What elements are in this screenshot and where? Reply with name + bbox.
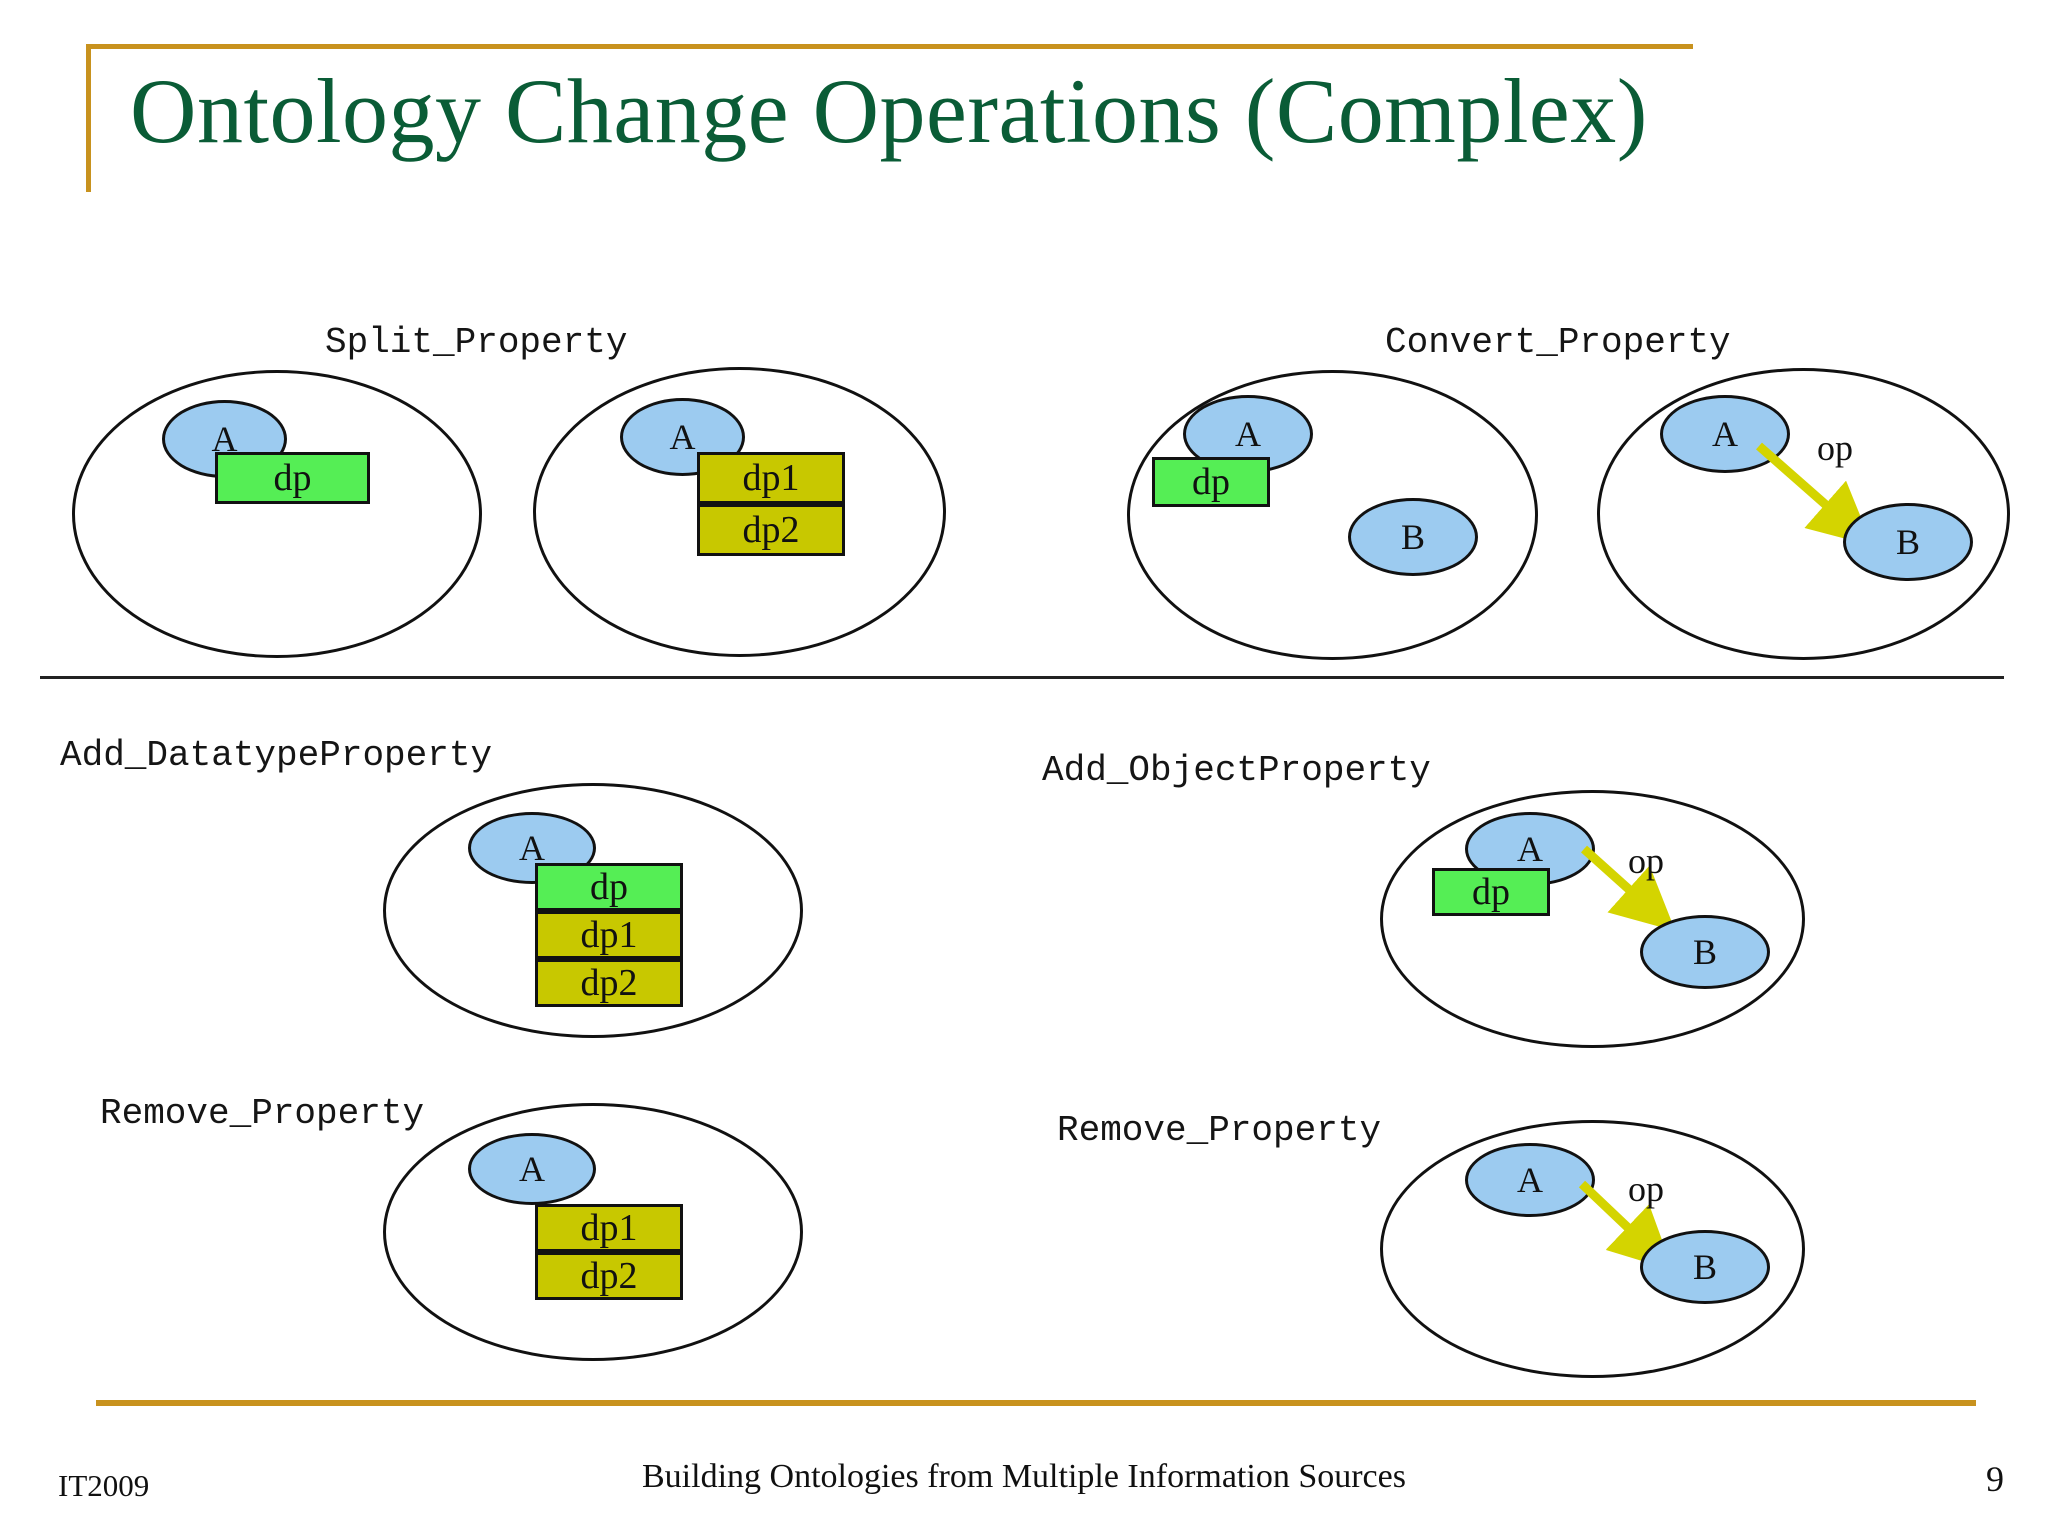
ontology-boundary-remove-property-datatype [383, 1103, 803, 1361]
prop-box-dp1-remove-property-datatype: dp1 [535, 1204, 683, 1252]
prop-box-dp2-remove-property-datatype: dp2 [535, 1252, 683, 1300]
ontology-boundary-convert-before [1127, 370, 1538, 660]
panel-label-add-objectproperty: Add_ObjectProperty [1042, 750, 1431, 791]
footer-top-rule [96, 1400, 1976, 1406]
ontology-boundary-remove-property-object [1380, 1120, 1805, 1378]
prop-box-dp2-split-after: dp2 [697, 504, 845, 556]
ontology-boundary-add-objectproperty [1380, 790, 1805, 1048]
node-b-remove-property-object: B [1640, 1230, 1770, 1304]
prop-box-dp1-split-after: dp1 [697, 452, 845, 504]
panel-label-add-datatypeproperty: Add_DatatypeProperty [60, 735, 493, 776]
node-b-convert-after: B [1843, 503, 1973, 581]
panel-label-split-property: Split_Property [325, 322, 628, 363]
node-b-convert-before: B [1348, 498, 1478, 576]
node-a-remove-property-datatype: A [468, 1133, 596, 1205]
edge-op-remove-property-object [1578, 1180, 1674, 1271]
footer-page-number: 9 [1986, 1459, 2004, 1499]
edge-label-op-add-objectproperty: op [1628, 841, 1664, 881]
node-b-add-objectproperty: B [1640, 915, 1770, 989]
section-divider [40, 676, 2004, 679]
panel-label-remove-property-datatype: Remove_Property [100, 1093, 425, 1134]
prop-box-dp1-add-datatypeproperty: dp1 [535, 911, 683, 959]
ontology-boundary-split-before [72, 370, 482, 658]
footer-course-code: IT2009 [58, 1468, 150, 1503]
prop-box-dp2-add-datatypeproperty: dp2 [535, 959, 683, 1007]
footer-title: Building Ontologies from Multiple Inform… [642, 1458, 1406, 1495]
prop-box-dp-split-before: dp [215, 452, 370, 504]
panel-label-convert-property: Convert_Property [1385, 322, 1731, 363]
edge-op-add-objectproperty [1580, 845, 1676, 932]
prop-box-dp-add-datatypeproperty: dp [535, 863, 683, 911]
edge-op-convert-after [1756, 442, 1873, 546]
edge-label-op-remove-property-object: op [1628, 1169, 1664, 1209]
prop-box-dp-convert-before: dp [1152, 457, 1270, 507]
node-a-remove-property-object: A [1465, 1143, 1595, 1217]
panel-label-remove-property-object: Remove_Property [1057, 1110, 1382, 1151]
title-top-rule [86, 44, 1693, 49]
ontology-boundary-add-datatypeproperty [383, 783, 803, 1038]
title-left-rule [86, 44, 91, 192]
ontology-boundary-split-after [533, 367, 946, 657]
page-title: Ontology Change Operations (Complex) [130, 60, 1648, 162]
ontology-boundary-convert-after [1597, 368, 2010, 660]
prop-box-dp-add-objectproperty: dp [1432, 868, 1550, 916]
edge-label-op-convert-after: op [1817, 428, 1853, 468]
